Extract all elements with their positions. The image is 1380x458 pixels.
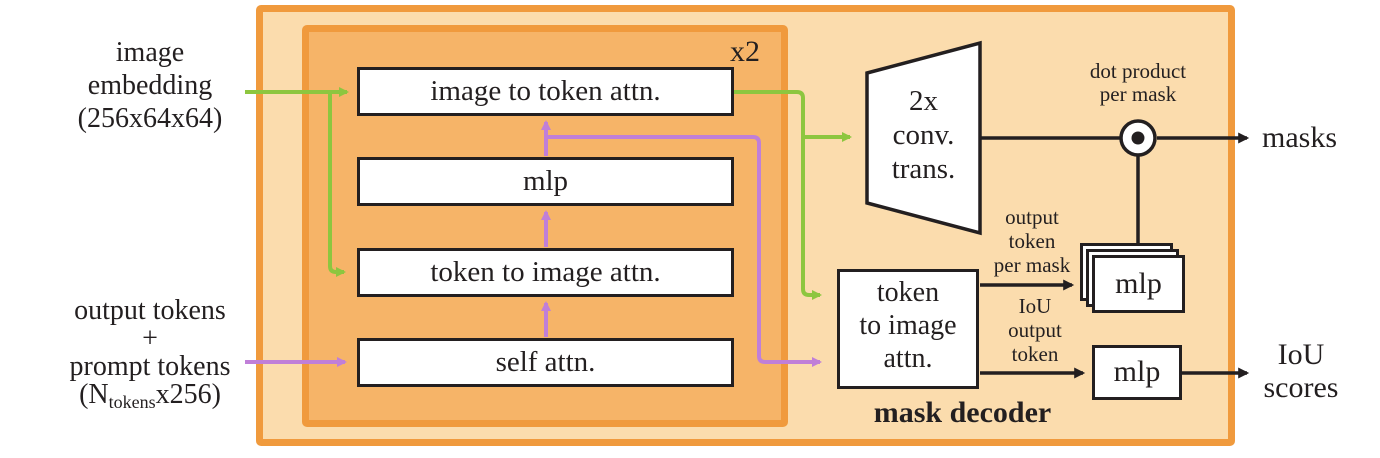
- mask-decoder-title: mask decoder: [873, 396, 1052, 429]
- output-token-per-mask-label: output token per mask: [993, 205, 1071, 277]
- image-to-token-attn-box: image to token attn.: [357, 67, 734, 116]
- repeat-count-label: x2: [730, 35, 760, 68]
- dot-product-label: dot product per mask: [1089, 59, 1187, 106]
- iou-output-token-label: IoU output token: [1008, 294, 1062, 366]
- mlp-box: mlp: [357, 157, 734, 206]
- tokens-dimension: (Ntokensx256): [79, 379, 221, 413]
- token-to-image-attn-box: token to image attn.: [357, 248, 734, 297]
- tokens-input-label: output tokens + prompt tokens (Ntokensx2…: [15, 297, 285, 416]
- iou-mlp-box: mlp: [1092, 345, 1182, 400]
- mlp-stack-front-card: mlp: [1092, 255, 1185, 313]
- iou-scores-output-label: IoU scores: [1263, 338, 1339, 404]
- final-token-to-image-attn-box: token to image attn.: [837, 269, 979, 389]
- image-embedding-label: image embedding (256x64x64): [77, 37, 223, 134]
- conv-transpose-label: 2x conv. trans.: [891, 85, 956, 185]
- masks-output-label: masks: [1262, 121, 1337, 154]
- self-attn-box: self attn.: [357, 338, 734, 387]
